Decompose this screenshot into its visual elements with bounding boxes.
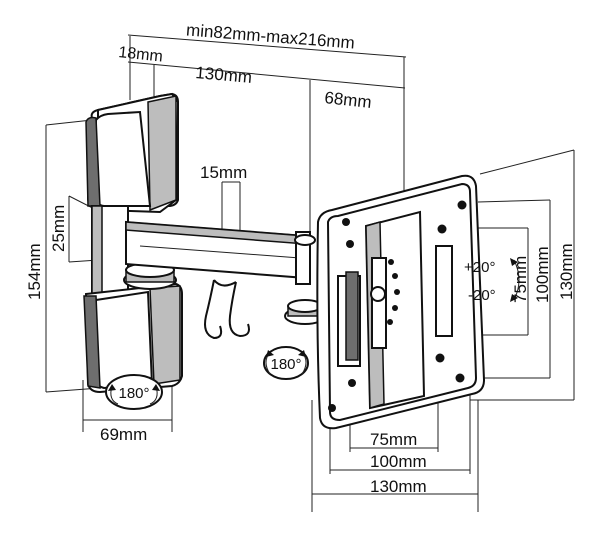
vesa-plate	[316, 174, 486, 430]
label-tilt-down: -20°	[468, 287, 496, 304]
vesa-holes	[328, 200, 467, 412]
label-vesa-v-large: 130mm	[557, 243, 576, 300]
label-vesa-h-large: 130mm	[370, 477, 427, 496]
rotation-labels: 180° 180° +20° -20°	[118, 259, 495, 402]
tilt-indicator	[510, 258, 520, 302]
label-head-depth: 68mm	[324, 88, 373, 112]
label-arm-range: min82mm-max216mm	[185, 20, 355, 52]
label-arm-height: 25mm	[49, 205, 68, 252]
label-wall-plate-depth: 18mm	[118, 44, 164, 66]
label-wall-plate-width: 69mm	[100, 425, 147, 444]
label-tilt-up: +20°	[464, 259, 495, 276]
label-vesa-v-small: 75mm	[511, 256, 530, 303]
label-wall-plate-height: 154mm	[25, 243, 44, 300]
label-vesa-h-mid: 100mm	[370, 452, 427, 471]
arm-swivel-indicator	[263, 346, 309, 380]
wall-plate	[83, 92, 183, 394]
dimension-labels: min82mm-max216mm 18mm 130mm 68mm 15mm 25…	[25, 20, 576, 496]
arm-pivot	[284, 231, 326, 325]
label-wall-swivel: 180°	[118, 385, 149, 402]
wall-swivel-indicator	[105, 374, 163, 410]
label-vesa-h-small: 75mm	[370, 430, 417, 449]
label-arm-swivel: 180°	[270, 356, 301, 373]
label-hook-drop: 15mm	[200, 163, 247, 182]
label-arm-length: 130mm	[195, 63, 253, 87]
swing-arm	[125, 220, 307, 340]
label-vesa-v-mid: 100mm	[533, 246, 552, 303]
